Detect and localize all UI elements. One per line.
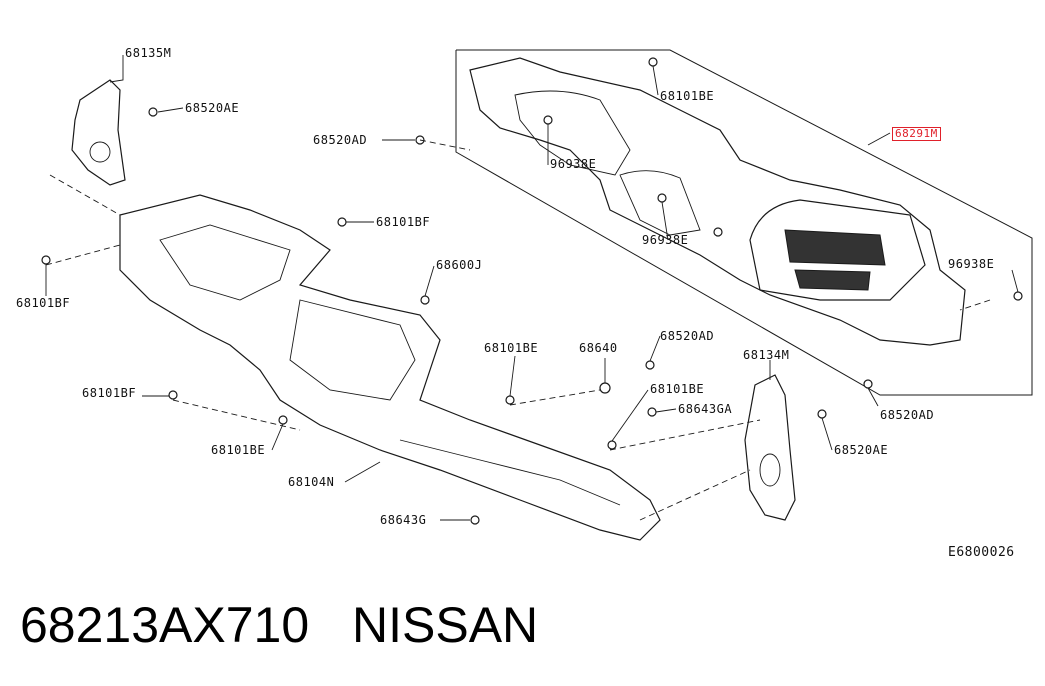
clip-icon [420, 295, 430, 305]
upper-panel-cluster-hood [514, 90, 631, 176]
callout-68101BE-right: 68101BE [650, 382, 705, 396]
upper-panel-vent-grille-2 [794, 269, 871, 291]
callout-96938E-b: 96938E [642, 233, 689, 247]
leader-line [867, 132, 891, 146]
screw-icon [713, 227, 723, 237]
upper-panel-meter-recess [619, 170, 701, 236]
leader-line [509, 355, 516, 397]
callout-96938E-c: 96938E [948, 257, 995, 271]
diagram-reference-code: E6800026 [948, 545, 1015, 560]
callout-68134M: 68134M [743, 348, 790, 362]
right-bracket-part [744, 374, 796, 521]
callout-68520AD-right: 68520AD [880, 408, 935, 422]
leader-line [271, 423, 284, 451]
right-bracket-hole [759, 453, 781, 487]
callout-68520AE-top: 68520AE [185, 101, 240, 115]
lower-frame-inner [159, 224, 291, 301]
upper-panel-vent-grille [784, 229, 886, 266]
bolt-icon [863, 379, 873, 389]
alignment-line [172, 399, 301, 431]
callout-68101BE-left: 68101BE [211, 443, 266, 457]
leader-line [655, 408, 677, 413]
screw-icon [1013, 291, 1023, 301]
callout-68104N: 68104N [288, 475, 335, 489]
clip-icon [337, 217, 347, 227]
leader-line [157, 107, 184, 113]
leader-line [652, 65, 659, 96]
screw-icon [657, 193, 667, 203]
leader-line [661, 201, 669, 241]
callout-68520AD-mid: 68520AD [660, 329, 715, 343]
alignment-line [609, 419, 761, 451]
leader-line [821, 417, 833, 451]
callout-68600J: 68600J [436, 258, 483, 272]
leader-line [424, 265, 435, 297]
lower-frame-part [119, 194, 661, 541]
left-bracket-hole [89, 141, 111, 163]
assembly-frame [455, 49, 1033, 396]
lower-frame-lower-rail [399, 439, 621, 506]
bracket-icon [599, 382, 611, 394]
callout-68643G: 68643G [380, 513, 427, 527]
grommet-icon [647, 407, 657, 417]
clip-icon [607, 440, 617, 450]
grommet-icon [470, 515, 480, 525]
leader-line [344, 461, 381, 483]
callout-68101BF-a: 68101BF [376, 215, 431, 229]
alignment-line [45, 244, 121, 266]
clip-icon [278, 415, 288, 425]
leader-line [649, 335, 661, 362]
leader-line [867, 387, 879, 407]
alignment-line [509, 389, 601, 406]
clip-icon [648, 57, 658, 67]
lower-frame-inner-2 [289, 299, 416, 401]
alignment-line [419, 139, 471, 151]
callout-68643GA: 68643GA [678, 402, 733, 416]
callout-68135M: 68135M [125, 46, 172, 60]
callout-68640: 68640 [579, 341, 618, 355]
leader-line [109, 55, 124, 83]
brand-name: NISSAN [352, 597, 539, 653]
bolt-icon [645, 360, 655, 370]
part-number: 68213AX710 [20, 597, 310, 653]
bolt-icon [148, 107, 158, 117]
callout-68291M: 68291M [892, 127, 941, 141]
callout-68101BF-b: 68101BF [16, 296, 71, 310]
leader-line [1011, 269, 1019, 293]
clip-icon [168, 390, 178, 400]
callout-96938E-a: 96938E [550, 157, 597, 171]
callout-68101BE-top: 68101BE [660, 89, 715, 103]
alignment-line [639, 469, 751, 521]
bolt-icon [817, 409, 827, 419]
leader-line [611, 389, 649, 442]
clip-icon [41, 255, 51, 265]
alignment-line [49, 174, 121, 216]
callout-68520AD-left: 68520AD [313, 133, 368, 147]
callout-68520AE-right: 68520AE [834, 443, 889, 457]
alignment-line [959, 299, 991, 311]
clip-icon [505, 395, 515, 405]
left-bracket-part [71, 79, 126, 186]
callout-68101BF-c: 68101BF [82, 386, 137, 400]
screw-icon [543, 115, 553, 125]
callout-68101BE-mid: 68101BE [484, 341, 539, 355]
